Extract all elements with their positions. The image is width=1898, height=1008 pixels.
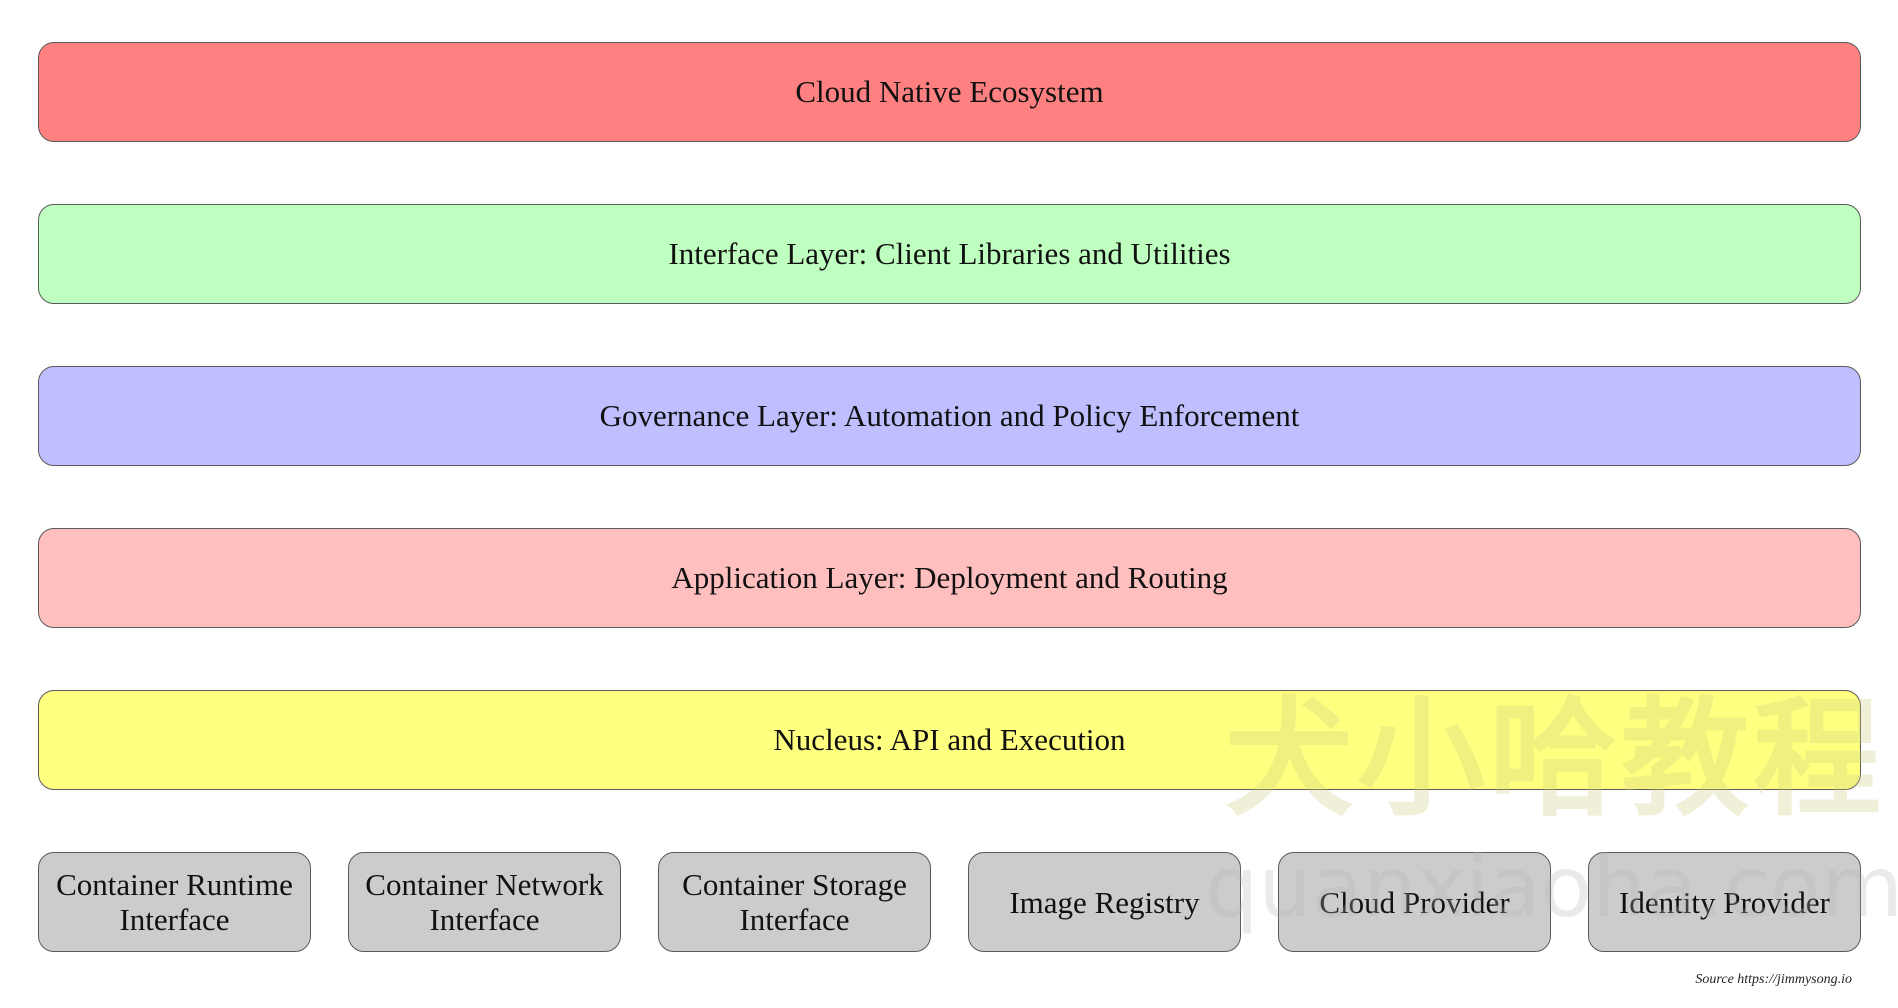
layer-interface: Interface Layer: Client Libraries and Ut…	[38, 204, 1861, 304]
layer-application: Application Layer: Deployment and Routin…	[38, 528, 1861, 628]
infra-label: Container Runtime Interface	[56, 867, 293, 937]
infra-label: Image Registry	[1009, 884, 1200, 920]
infra-label: Identity Provider	[1619, 884, 1830, 920]
layer-nucleus: Nucleus: API and Execution	[38, 690, 1861, 790]
layer-cloud-native-ecosystem: Cloud Native Ecosystem	[38, 42, 1861, 142]
infra-container-runtime-interface: Container Runtime Interface	[38, 852, 311, 952]
infra-container-network-interface: Container Network Interface	[348, 852, 621, 952]
layer-label: Cloud Native Ecosystem	[795, 74, 1104, 109]
infra-label: Cloud Provider	[1319, 884, 1510, 920]
infra-cloud-provider: Cloud Provider	[1278, 852, 1551, 952]
infra-label: Container Storage Interface	[682, 867, 907, 937]
layer-label: Governance Layer: Automation and Policy …	[599, 398, 1300, 433]
infra-container-storage-interface: Container Storage Interface	[658, 852, 931, 952]
layer-governance: Governance Layer: Automation and Policy …	[38, 366, 1861, 466]
source-credit: Source https://jimmysong.io	[1695, 972, 1852, 987]
infra-identity-provider: Identity Provider	[1588, 852, 1861, 952]
infra-label: Container Network Interface	[365, 867, 604, 937]
layer-label: Application Layer: Deployment and Routin…	[671, 560, 1228, 595]
infra-image-registry: Image Registry	[968, 852, 1241, 952]
layer-label: Interface Layer: Client Libraries and Ut…	[668, 236, 1231, 271]
layer-label: Nucleus: API and Execution	[773, 722, 1126, 757]
